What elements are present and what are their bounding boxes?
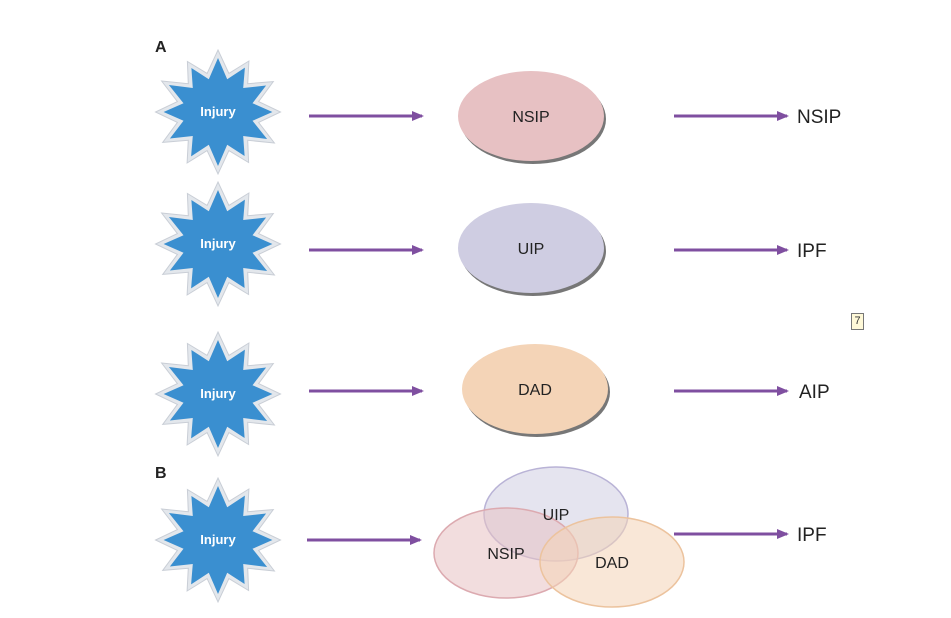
venn-label-nsip: NSIP <box>487 546 524 563</box>
injury-label: Injury <box>200 104 236 119</box>
injury-starburst: Injury <box>154 180 282 308</box>
outcome-label: NSIP <box>797 107 841 128</box>
injury-starburst: Injury <box>154 476 282 604</box>
page-badge: 7 <box>851 313 864 330</box>
injury-label: Injury <box>200 236 236 251</box>
outcome-label: IPF <box>797 525 827 546</box>
section-label-a: A <box>155 39 167 56</box>
injury-starburst: Injury <box>154 330 282 458</box>
outcome-label: IPF <box>797 241 827 262</box>
pathway-row-uip: Injury UIP IPF <box>154 180 827 308</box>
pattern-ellipse-uip <box>458 203 604 293</box>
pathway-row-mixed: Injury UIP NSIP DAD IPF <box>154 466 827 608</box>
pattern-ellipse-nsip <box>458 71 604 161</box>
pathway-row-nsip: Injury NSIP NSIP <box>154 48 841 176</box>
pattern-label: NSIP <box>512 109 549 126</box>
pathway-row-dad: Injury DAD AIP <box>154 330 830 458</box>
venn-ellipse-dad <box>539 516 685 608</box>
injury-starburst: Injury <box>154 48 282 176</box>
injury-label: Injury <box>200 386 236 401</box>
outcome-label: AIP <box>799 382 830 403</box>
venn-label-uip: UIP <box>543 507 570 524</box>
pattern-label: DAD <box>518 382 552 399</box>
section-label-b: B <box>155 465 167 482</box>
pattern-ellipse-dad <box>462 344 608 434</box>
injury-label: Injury <box>200 532 236 547</box>
pattern-label: UIP <box>518 241 545 258</box>
venn-label-dad: DAD <box>595 555 629 572</box>
